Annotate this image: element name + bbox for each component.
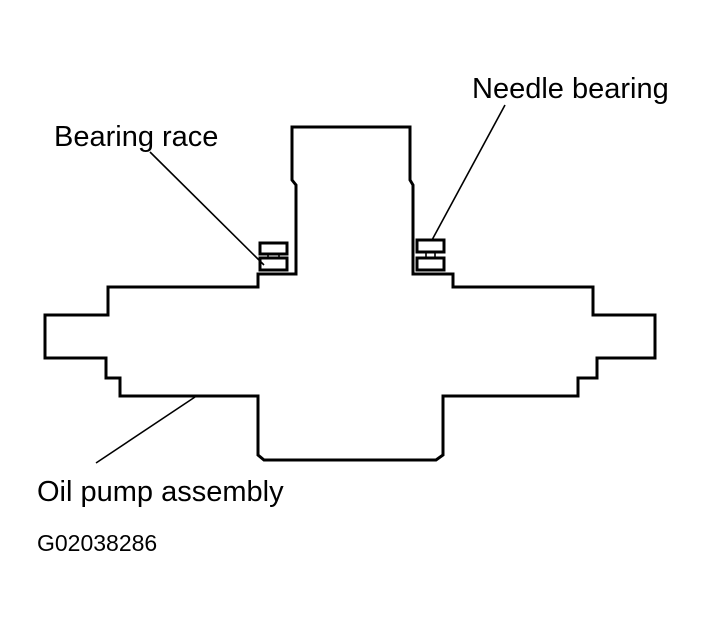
oil-pump-assembly-label: Oil pump assembly <box>37 476 284 508</box>
bearing-race-leader <box>149 151 265 266</box>
needle-bearing-part <box>415 238 446 272</box>
figure-id-label: G02038286 <box>37 530 157 556</box>
oil-pump-body-outline <box>43 125 657 462</box>
bearing-race-part <box>258 241 289 272</box>
needle-bearing-leader <box>431 104 506 241</box>
needle-bearing-label: Needle bearing <box>472 73 669 105</box>
oil-pump-assembly-leader <box>95 396 196 464</box>
bearing-race-label: Bearing race <box>54 121 218 153</box>
